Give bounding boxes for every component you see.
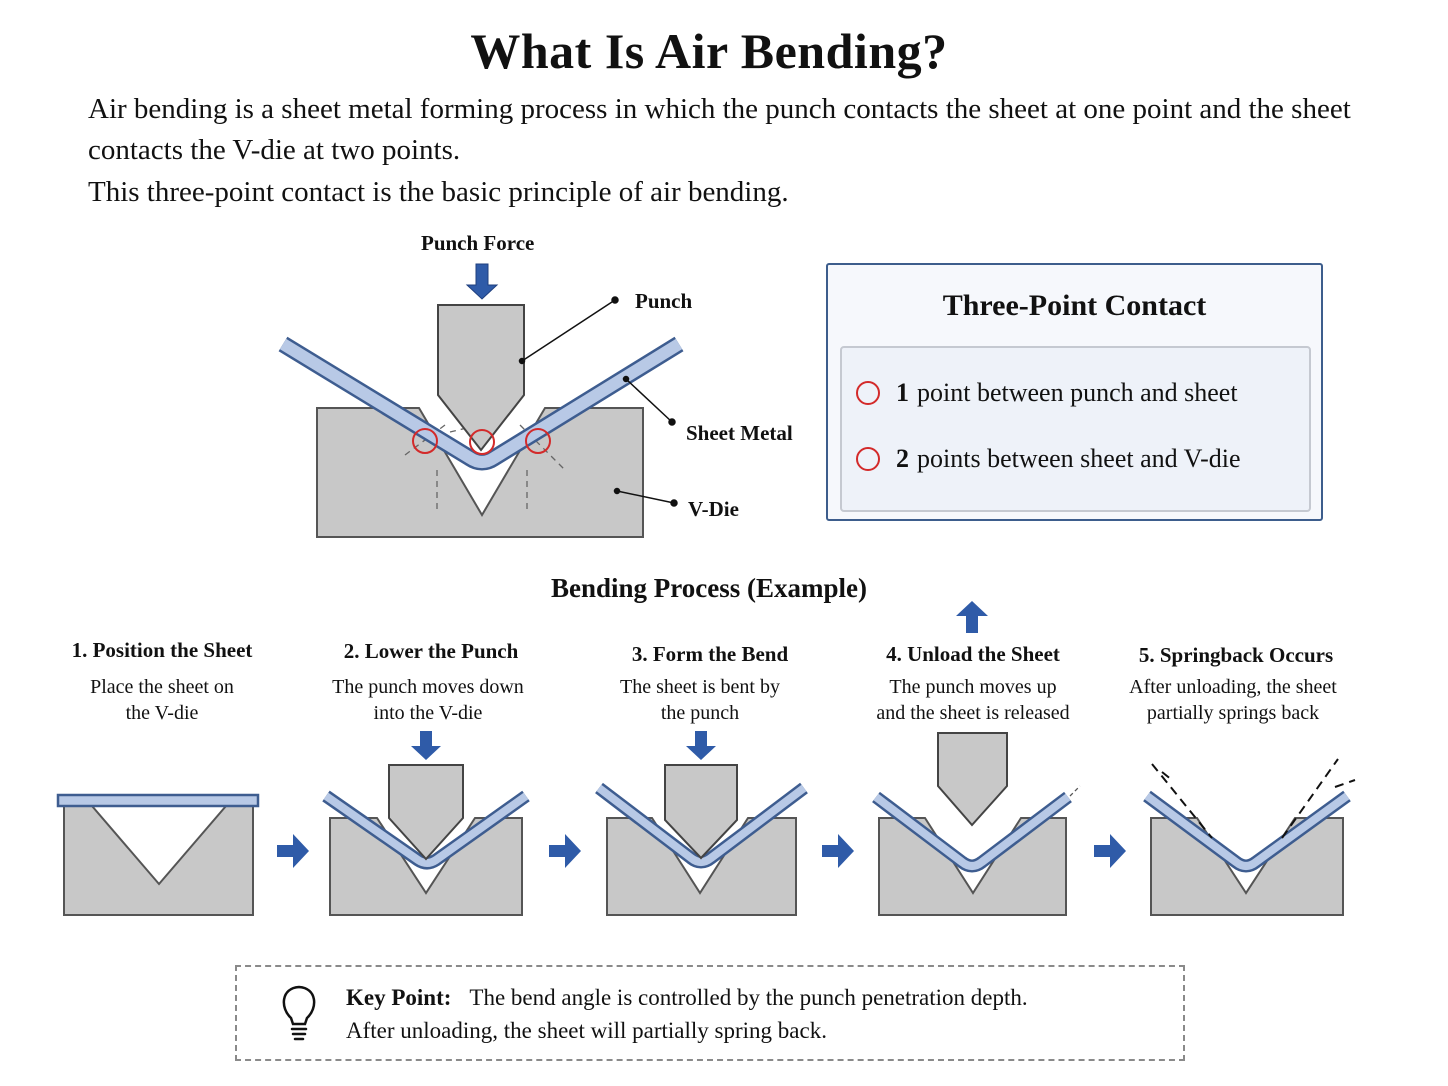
- intro-principle: This three-point contact is the basic pr…: [88, 176, 789, 208]
- key-point-line2: After unloading, the sheet will partiall…: [346, 1018, 827, 1043]
- step-4-figure: [872, 601, 1081, 916]
- step-1-desc: Place the sheet on the V-die: [42, 674, 282, 726]
- step-4-desc-line2: and the sheet is released: [876, 702, 1070, 724]
- step-2-figure: [322, 731, 530, 916]
- punch-label: Punch: [635, 289, 693, 313]
- down-arrow-icon: [465, 263, 499, 300]
- step-1-title: 1. Position the Sheet: [71, 638, 253, 662]
- main-diagram: [278, 263, 684, 538]
- step-3-figure: [595, 731, 808, 916]
- springback-lines: [1151, 758, 1356, 839]
- step-1-desc-line2: the V-die: [125, 702, 199, 724]
- sheet-metal-label: Sheet Metal: [686, 421, 793, 445]
- contact-circle-icon: [525, 428, 551, 454]
- right-arrow-icon: [1094, 834, 1126, 868]
- down-arrow-icon: [411, 731, 441, 760]
- contact-text: point between punch and sheet: [917, 378, 1238, 407]
- contact-text: points between sheet and V-die: [917, 444, 1241, 473]
- step-1-figure: [56, 793, 260, 916]
- process-title: Bending Process (Example): [551, 573, 867, 603]
- step-4-desc-line1: The punch moves up: [889, 676, 1057, 698]
- contact-item: 1 point between punch and sheet: [856, 378, 1238, 408]
- step-3-desc-line2: the punch: [660, 702, 740, 724]
- lightbulb-icon: [282, 985, 316, 1041]
- punch: [437, 304, 525, 452]
- step-3-title: 3. Form the Bend: [631, 642, 789, 666]
- card-title: Three-Point Contact: [942, 289, 1207, 322]
- step-4-title: 4. Unload the Sheet: [886, 642, 1060, 666]
- contact-circle-icon: [856, 447, 880, 471]
- step-arrows: [277, 834, 1126, 868]
- page-title: What Is Air Bending?: [470, 23, 948, 79]
- step-3-desc: The sheet is bent by the punch: [580, 674, 820, 726]
- down-arrow-icon: [686, 731, 716, 760]
- step-2-desc-line2: into the V-die: [373, 702, 483, 724]
- right-arrow-icon: [277, 834, 309, 868]
- step-1-desc-line1: Place the sheet on: [90, 676, 234, 698]
- step-5-desc: After unloading, the sheet partially spr…: [1098, 674, 1368, 726]
- step-4-desc: The punch moves up and the sheet is rele…: [843, 674, 1103, 726]
- step-5-desc-line2: partially springs back: [1146, 702, 1320, 724]
- key-point-box: Key Point: The bend angle is controlled b…: [235, 965, 1185, 1061]
- step-5-desc-line1: After unloading, the sheet: [1129, 676, 1337, 698]
- contact-count: 1: [896, 378, 909, 407]
- step-3-desc-line1: The sheet is bent by: [620, 676, 780, 698]
- intro-text: Air bending is a sheet metal forming pro…: [88, 93, 1351, 166]
- contact-circle-icon: [469, 429, 495, 455]
- v-die-label: V-Die: [688, 497, 739, 521]
- key-point-text1: The bend angle is controlled by the punc…: [469, 985, 1028, 1010]
- three-point-contact-card: Three-Point Contact 1 point between punc…: [826, 263, 1323, 521]
- right-arrow-icon: [549, 834, 581, 868]
- up-arrow-icon: [956, 601, 988, 633]
- step-2-desc-line1: The punch moves down: [332, 676, 524, 698]
- step-2-title: 2. Lower the Punch: [343, 639, 519, 663]
- key-point-line1: Key Point: The bend angle is controlled b…: [346, 985, 1028, 1011]
- punch-force-label: Punch Force: [421, 231, 535, 255]
- key-point-label: Key Point:: [346, 985, 452, 1010]
- contact-circle-icon: [412, 428, 438, 454]
- contact-item: 2 points between sheet and V-die: [856, 444, 1241, 474]
- contact-list: 1 point between punch and sheet 2 points…: [840, 346, 1311, 512]
- step-2-desc: The punch moves down into the V-die: [298, 674, 558, 726]
- right-arrow-icon: [822, 834, 854, 868]
- step-5-figure: [1143, 758, 1356, 916]
- contact-circle-icon: [856, 381, 880, 405]
- contact-count: 2: [896, 444, 909, 473]
- step-5-title: 5. Springback Occurs: [1138, 643, 1334, 667]
- leader-lines: [518, 296, 678, 507]
